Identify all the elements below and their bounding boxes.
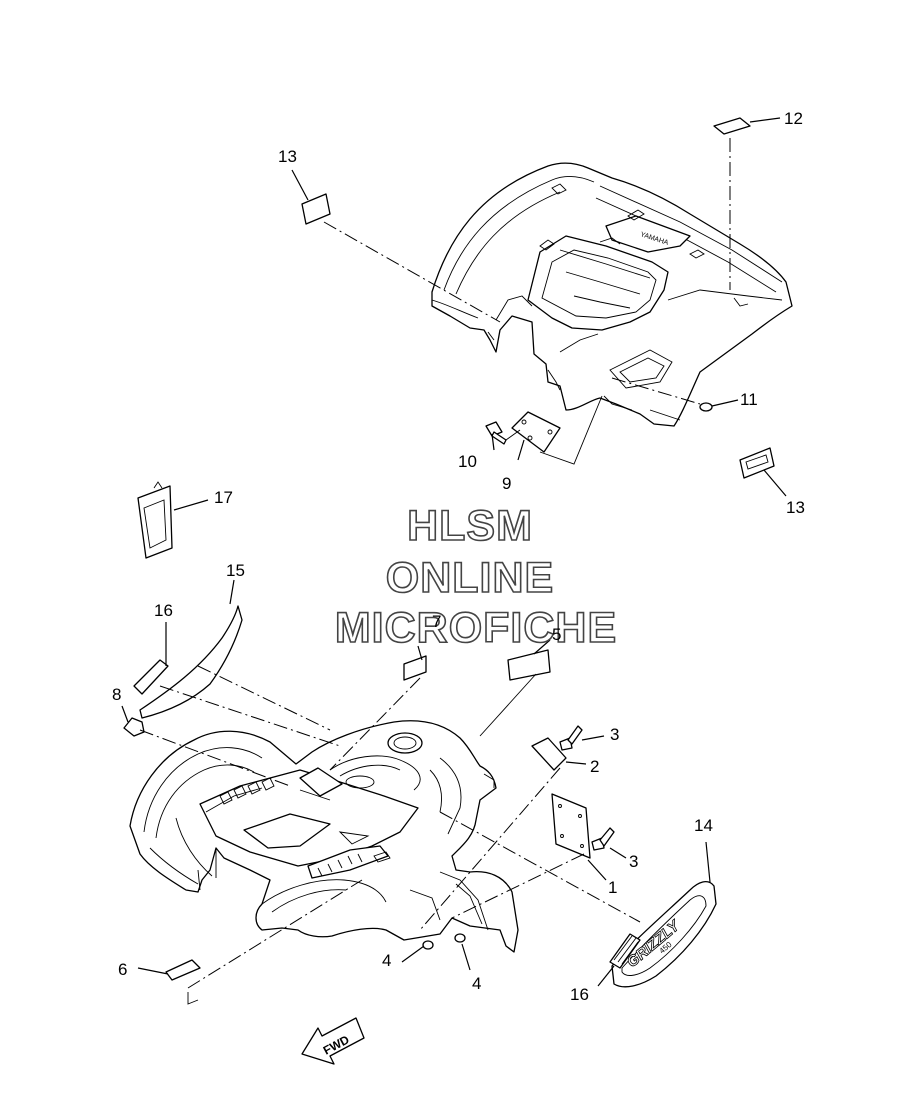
callout-11: 11	[740, 390, 758, 409]
callout-5: 5	[552, 625, 561, 644]
emblem-13-right	[739, 447, 775, 479]
graphic-15	[139, 605, 243, 719]
bolt-3-bottom	[591, 827, 615, 851]
emblem-8	[123, 717, 145, 737]
callout-17: 17	[214, 488, 233, 507]
decal-5	[507, 649, 551, 681]
plate-2	[531, 737, 567, 771]
callout-leaders	[121, 117, 787, 987]
grommet-4-left	[422, 940, 434, 950]
decal-16-left	[133, 659, 169, 695]
grommet-4-right	[454, 933, 466, 943]
callout-4-right: 4	[472, 974, 481, 993]
decal-12	[713, 117, 751, 135]
callout-2: 2	[590, 757, 599, 776]
callout-13-right: 13	[786, 498, 805, 517]
decal-16-bottom	[609, 933, 641, 969]
callout-16-bottom: 16	[570, 985, 589, 1004]
callout-6: 6	[118, 960, 127, 979]
watermark-line-3: MICROFICHE	[335, 604, 617, 652]
label-17	[137, 481, 173, 559]
callout-3-bottom: 3	[629, 852, 638, 871]
callout-7: 7	[432, 612, 441, 631]
fwd-arrow: FWD	[301, 1017, 365, 1065]
callout-12: 12	[784, 109, 803, 128]
callout-1: 1	[608, 878, 617, 897]
decal-13-left	[301, 193, 331, 225]
leader-lines	[139, 138, 731, 1005]
callout-15: 15	[226, 561, 245, 580]
panel-1	[551, 793, 591, 859]
decal-6	[165, 959, 201, 981]
watermark-line-1: HLSM	[407, 502, 533, 550]
bolt-10	[485, 421, 507, 445]
callout-numbers: 1 2 3 3 4 4 5 6 7 8 9 10 11 12 13 13 14 …	[112, 109, 805, 1004]
rear-fender: YAMAHA	[431, 162, 793, 427]
grommet-11	[699, 402, 713, 412]
watermark-line-2: ONLINE	[386, 554, 554, 602]
watermark: HLSM ONLINE MICROFICHE	[334, 501, 617, 653]
front-fender	[129, 720, 519, 953]
decal-7	[403, 655, 427, 681]
callout-13-left: 13	[278, 147, 297, 166]
callout-14: 14	[694, 816, 713, 835]
callout-3-top: 3	[610, 725, 619, 744]
callout-10: 10	[458, 452, 477, 471]
callout-9: 9	[502, 474, 511, 493]
emblem-14: GRIZZLY 450	[611, 880, 717, 988]
callout-8: 8	[112, 685, 121, 704]
callout-4-left: 4	[382, 951, 391, 970]
plate-9	[511, 411, 561, 453]
bolt-3-top	[559, 725, 583, 751]
callout-16-left: 16	[154, 601, 173, 620]
